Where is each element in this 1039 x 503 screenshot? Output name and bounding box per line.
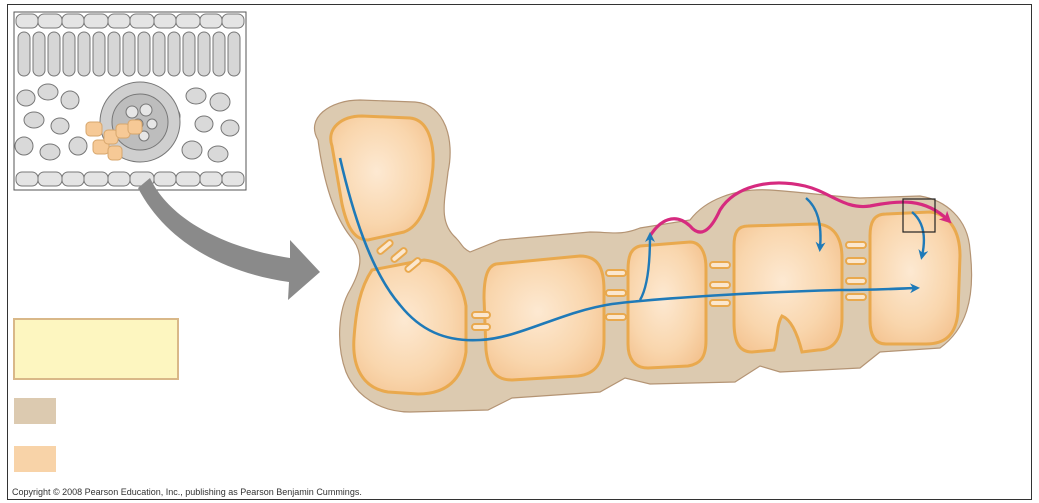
- copyright-notice: Copyright © 2008 Pearson Education, Inc.…: [12, 487, 362, 497]
- palisade-mesophyll: [18, 32, 240, 76]
- zoom-arrow-icon: [138, 178, 320, 300]
- leaf-cross-section-inset: [14, 12, 246, 190]
- legend-swatch-cytoplasm: [14, 446, 56, 472]
- plasmodesmata-cell3-cell4: [710, 262, 730, 306]
- legend-swatch-cell-wall: [14, 398, 56, 424]
- cell-2: [484, 256, 604, 380]
- legend: [14, 319, 178, 472]
- cell-1-lower: [354, 260, 466, 394]
- legend-label-box: [14, 319, 178, 379]
- cell-3: [628, 242, 706, 368]
